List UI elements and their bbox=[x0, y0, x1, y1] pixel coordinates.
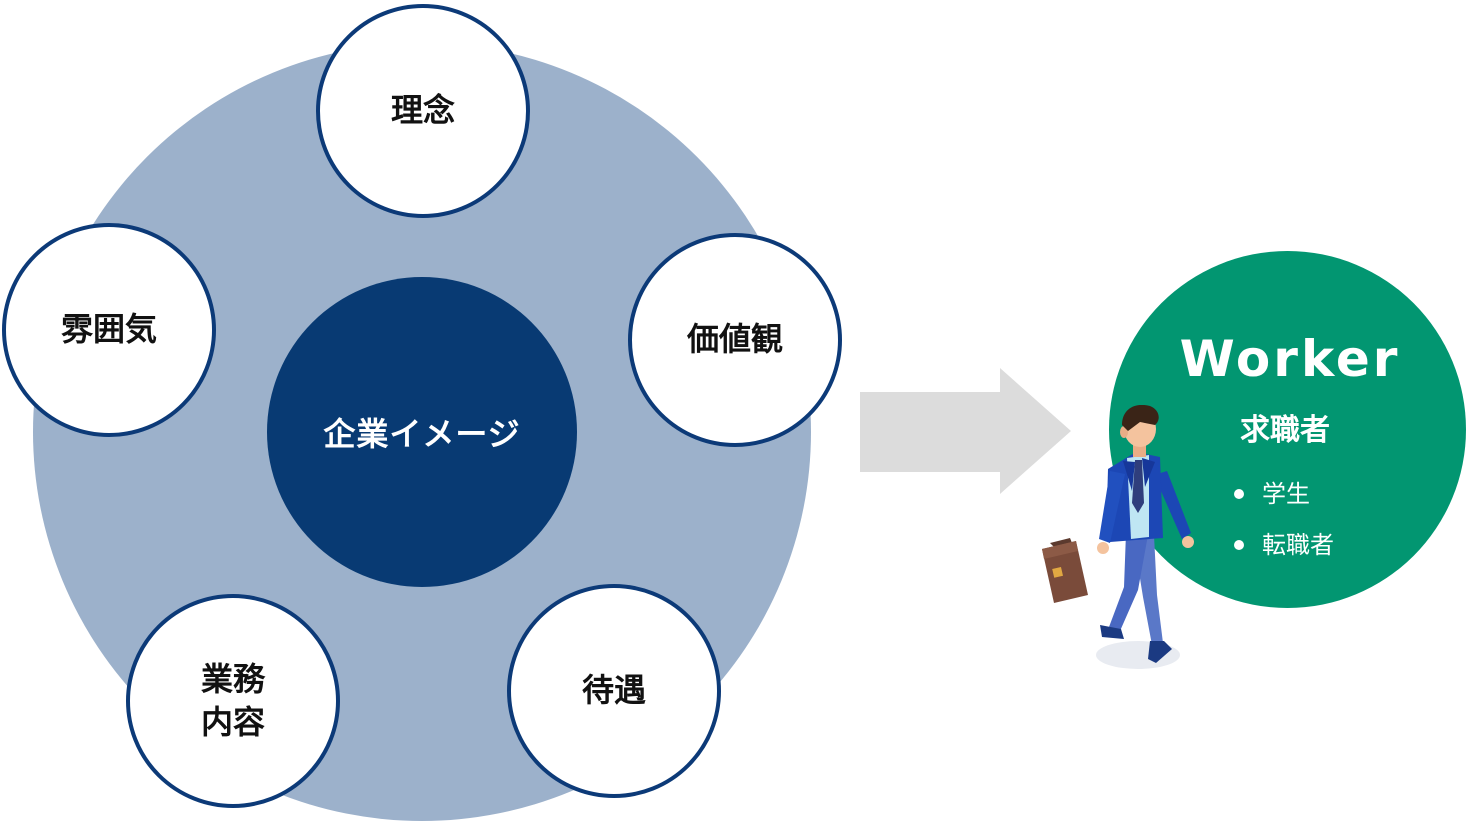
right-arrow-icon bbox=[860, 368, 1071, 494]
node-atmosphere: 雰囲気 bbox=[2, 223, 216, 437]
node-work-content-line-2: 内容 bbox=[200, 703, 265, 741]
node-values: 価値観 bbox=[628, 233, 842, 447]
node-philosophy-label: 理念 bbox=[390, 91, 455, 130]
node-work-content-label: 業務 内容 bbox=[201, 658, 265, 744]
center-label: 企業イメージ bbox=[323, 415, 521, 453]
node-treatment-label: 待遇 bbox=[581, 671, 646, 710]
node-treatment: 待遇 bbox=[507, 584, 721, 798]
worker-list-item-career-changer: 転職者 bbox=[1232, 529, 1334, 580]
worker-title: Worker bbox=[1179, 330, 1401, 388]
node-atmosphere-label: 雰囲気 bbox=[60, 310, 157, 349]
node-work-content-line-1: 業務 bbox=[200, 659, 265, 698]
worker-list: 学生 転職者 bbox=[1232, 478, 1334, 580]
worker-subtitle: 求職者 bbox=[1240, 413, 1330, 448]
worker-circle bbox=[1109, 251, 1466, 608]
node-philosophy: 理念 bbox=[316, 4, 530, 218]
node-work-content: 業務 内容 bbox=[126, 594, 340, 808]
businessman-walking-icon bbox=[1042, 405, 1194, 669]
worker-list-item-student: 学生 bbox=[1232, 478, 1334, 529]
company-image-center: 企業イメージ bbox=[267, 277, 577, 587]
node-values-label: 価値観 bbox=[686, 320, 783, 359]
